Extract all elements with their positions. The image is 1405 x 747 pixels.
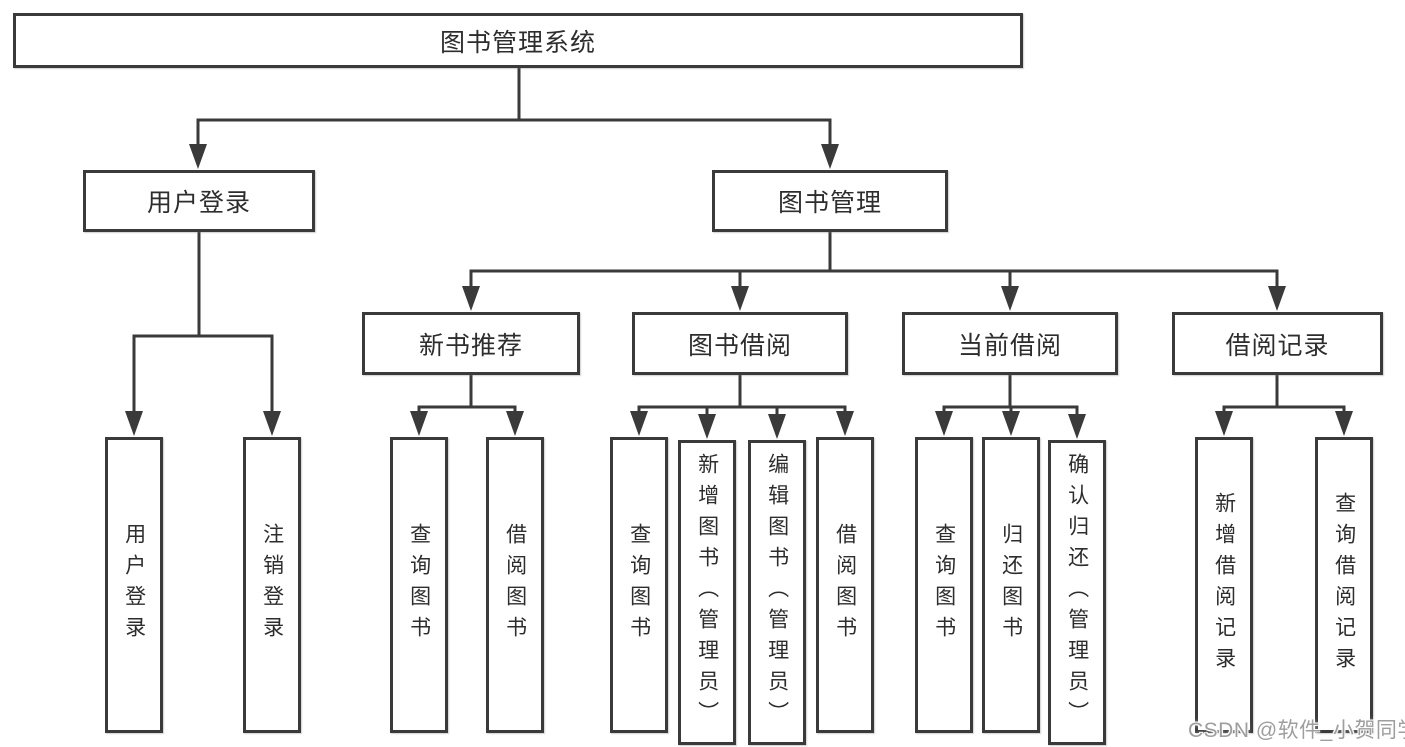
leaf-query-books-current: 查询图书: [915, 437, 973, 733]
node-borrow-records: 借阅记录: [1172, 312, 1383, 375]
arrow-down-icon: [189, 144, 207, 169]
arrow-down-icon: [506, 411, 524, 436]
leaf-add-borrow-record: 新增借阅记录: [1195, 437, 1253, 733]
leaf-confirm-return-admin-label: 确认归还（管理员）: [1065, 453, 1089, 732]
leaf-query-books-recommend: 查询图书: [390, 437, 448, 733]
leaf-query-books-current-label: 查询图书: [932, 523, 956, 647]
leaf-add-borrow-record-label: 新增借阅记录: [1212, 492, 1236, 678]
arrow-down-icon: [410, 411, 428, 436]
node-current-borrow-label: 当前借阅: [957, 331, 1062, 360]
node-book-borrow-label: 图书借阅: [687, 331, 792, 360]
leaf-borrow-books: 借阅图书: [816, 437, 874, 733]
arrow-down-icon: [836, 411, 854, 436]
leaf-add-books-admin: 新增图书（管理员）: [678, 440, 736, 745]
leaf-query-books-recommend-label: 查询图书: [407, 523, 431, 647]
leaf-edit-books-admin: 编辑图书（管理员）: [748, 440, 806, 745]
node-new-book-recommend: 新书推荐: [362, 312, 580, 375]
leaf-return-books: 归还图书: [982, 437, 1040, 733]
leaf-user-login-label: 用户登录: [122, 523, 146, 647]
leaf-edit-books-admin-label: 编辑图书（管理员）: [765, 453, 789, 732]
leaf-confirm-return-admin: 确认归还（管理员）: [1048, 440, 1106, 745]
leaf-borrow-books-recommend: 借阅图书: [486, 437, 544, 733]
arrow-down-icon: [1268, 286, 1286, 311]
leaf-query-books-borrow-label: 查询图书: [627, 523, 651, 647]
node-book-management-label: 图书管理: [777, 189, 882, 217]
leaf-user-login: 用户登录: [105, 437, 163, 733]
arrow-down-icon: [935, 411, 953, 436]
arrow-down-icon: [821, 144, 839, 169]
csdn-watermark: CSDN @软件_小贺同学: [1188, 719, 1405, 742]
arrow-down-icon: [698, 414, 716, 439]
arrow-down-icon: [1335, 411, 1353, 436]
leaf-borrow-books-label: 借阅图书: [833, 523, 857, 647]
leaf-borrow-books-recommend-label: 借阅图书: [503, 523, 527, 647]
arrow-down-icon: [1068, 414, 1086, 439]
arrow-down-icon: [731, 286, 749, 311]
node-user-login-label: 用户登录: [146, 189, 251, 217]
node-book-borrow: 图书借阅: [632, 312, 848, 375]
leaf-query-borrow-record-label: 查询借阅记录: [1332, 492, 1356, 678]
arrow-down-icon: [462, 286, 480, 311]
arrow-down-icon: [263, 411, 281, 436]
arrow-down-icon: [1001, 286, 1019, 311]
node-library-system-label: 图书管理系统: [439, 28, 596, 57]
leaf-query-borrow-record: 查询借阅记录: [1315, 437, 1373, 733]
arrow-down-icon: [1002, 411, 1020, 436]
node-borrow-records-label: 借阅记录: [1225, 331, 1330, 360]
arrow-down-icon: [768, 414, 786, 439]
node-user-login: 用户登录: [83, 170, 315, 232]
arrow-down-icon: [125, 411, 143, 436]
arrow-down-icon: [1215, 411, 1233, 436]
node-current-borrow: 当前借阅: [902, 312, 1118, 375]
node-new-book-recommend-label: 新书推荐: [418, 331, 523, 360]
node-library-system: 图书管理系统: [13, 13, 1023, 68]
leaf-return-books-label: 归还图书: [999, 523, 1023, 647]
leaf-add-books-admin-label: 新增图书（管理员）: [695, 453, 719, 732]
arrow-down-icon: [630, 411, 648, 436]
node-book-management: 图书管理: [712, 170, 948, 232]
leaf-logout-label: 注销登录: [260, 523, 284, 647]
leaf-query-books-borrow: 查询图书: [610, 437, 668, 733]
leaf-logout: 注销登录: [243, 437, 301, 733]
